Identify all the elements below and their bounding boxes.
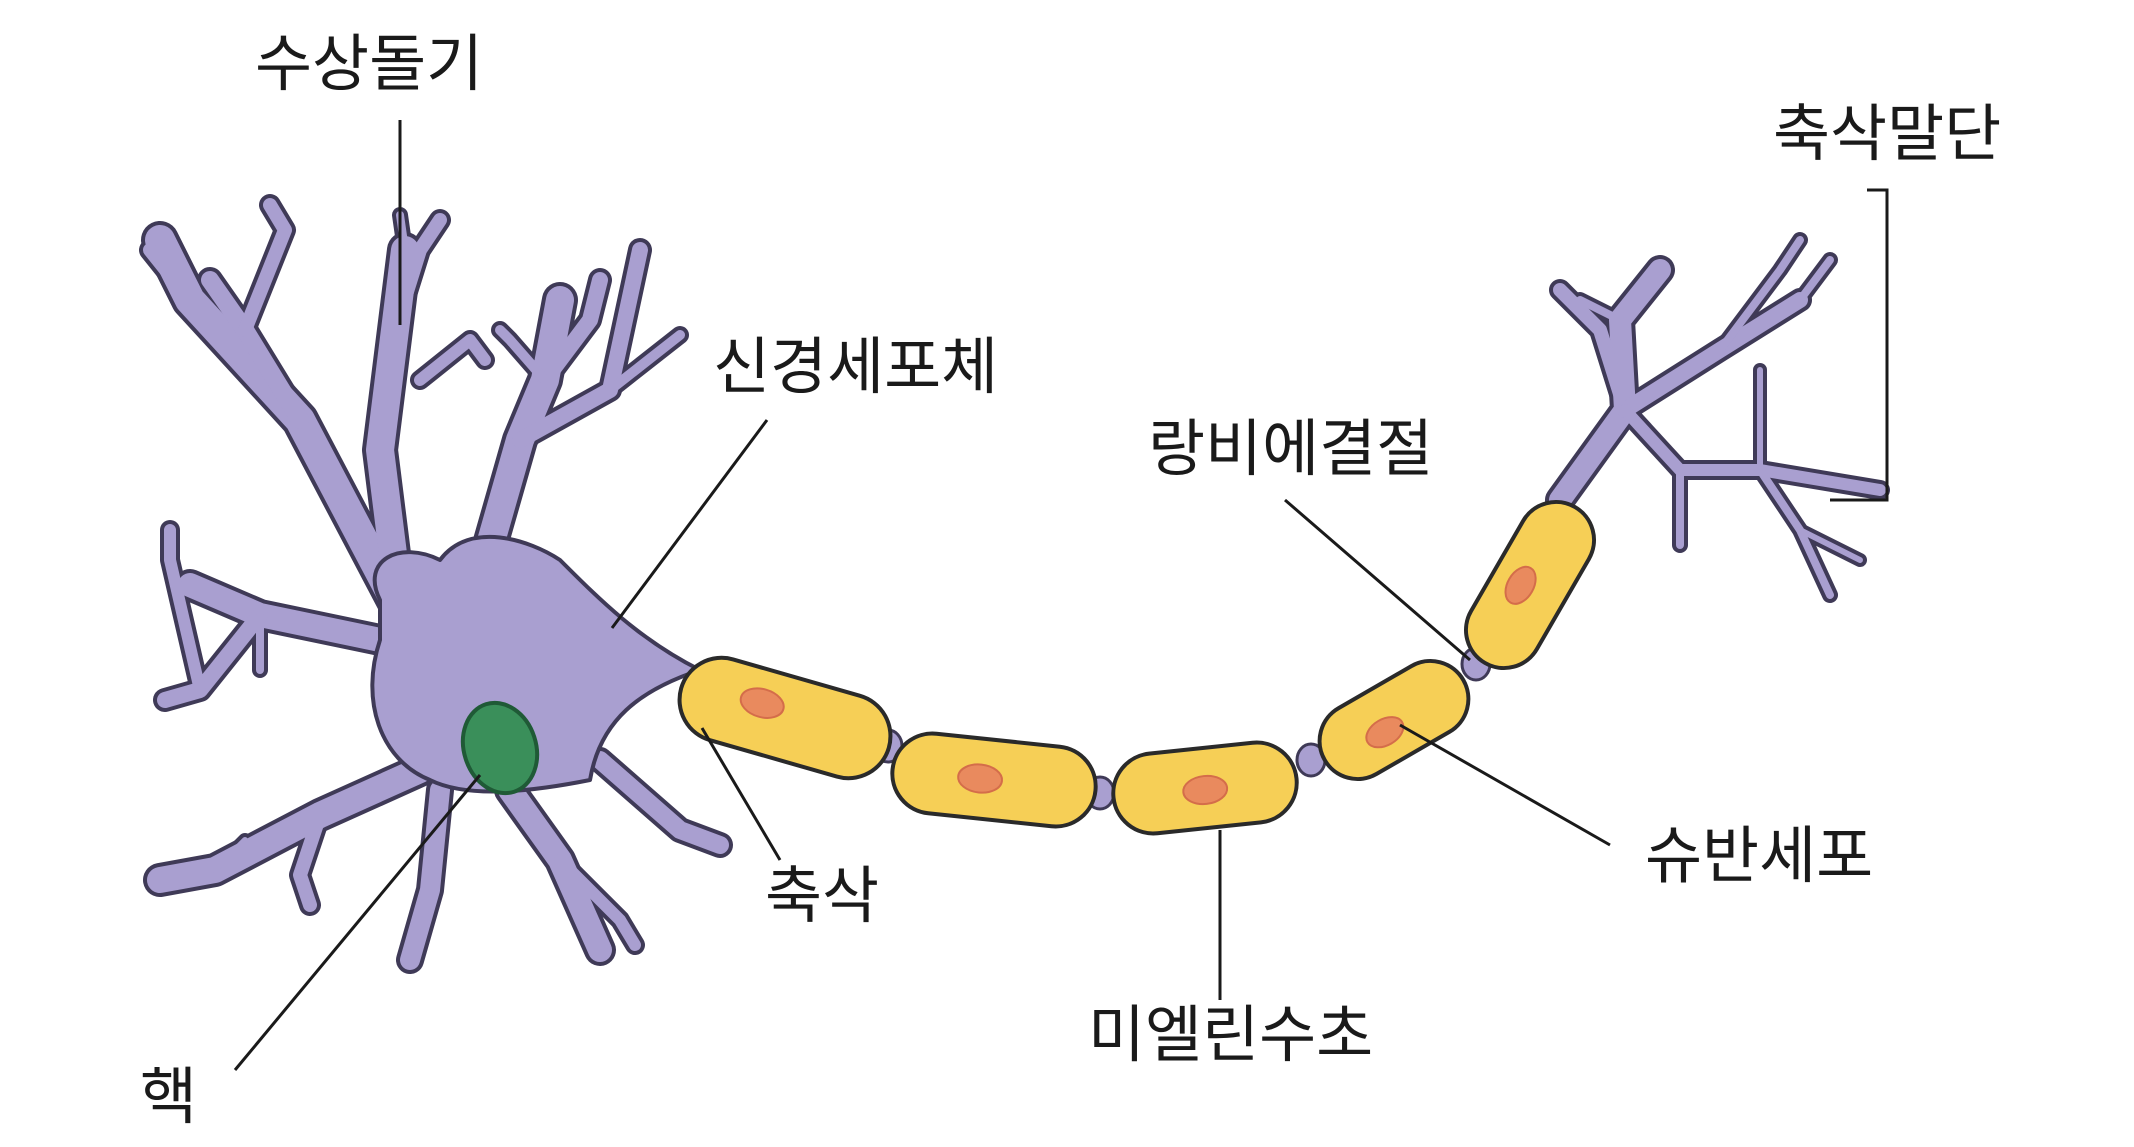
leader-axon-terminal [1830,188,1889,502]
axon-terminal [1545,232,1890,603]
nucleus [460,700,540,796]
label-myelin-sheath: 미엘린수초 [1088,998,1373,1071]
myelin-sheath [677,499,1596,836]
leader-node-of-ranvier [1284,498,1471,662]
label-dendrite: 수상돌기 [255,27,483,100]
leader-lines [233,120,1889,1071]
label-nucleus: 핵 [140,1060,197,1133]
neuron [139,194,733,974]
schwann-cell-1 [677,655,893,781]
schwann-cell-4 [1317,659,1471,781]
label-axon-terminal: 축삭말단 [1773,97,2001,170]
leader-axon [700,727,782,861]
label-axon: 축삭 [765,859,879,932]
labels: 수상돌기 신경세포체 랑비에결절 축삭말단 축삭 슈반세포 미엘린수초 핵 [140,27,2001,1133]
schwann-cell-5 [1464,499,1596,671]
schwann-cell-2 [890,731,1098,829]
schwann-cell-3 [1111,740,1299,836]
leader-schwann-cell [1399,723,1611,847]
label-cell-body: 신경세포체 [713,330,998,403]
label-node-of-ranvier: 랑비에결절 [1148,412,1433,485]
leader-cell-body [610,419,769,629]
label-schwann-cell: 슈반세포 [1645,819,1873,892]
leader-nucleus [233,774,482,1071]
